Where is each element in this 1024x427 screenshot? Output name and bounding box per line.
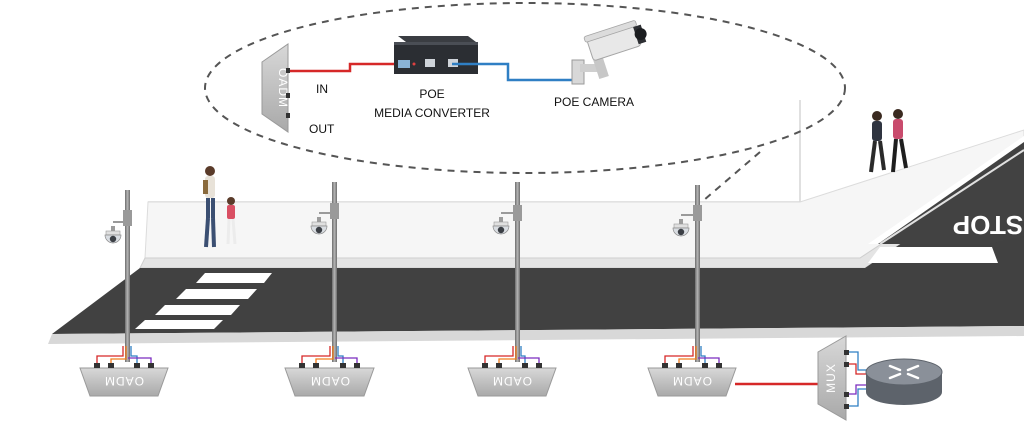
camera-label: POE CAMERA <box>554 95 634 109</box>
mux-device: MUX <box>817 335 868 421</box>
pedestrian-runners <box>869 109 908 173</box>
media-converter-icon <box>394 36 478 74</box>
camera-pole-4 <box>672 185 702 362</box>
in-label: IN <box>316 82 328 96</box>
out-label: OUT <box>309 122 335 136</box>
callout-detail: OADM IN OUT POE MEDIA CONVERTER <box>204 2 846 201</box>
poe-camera-icon <box>571 20 647 85</box>
oadm-node-4: OADM <box>647 346 737 397</box>
pedestrian-mother-child <box>203 166 237 248</box>
road <box>52 160 1024 334</box>
callout-blue-cable <box>452 62 580 82</box>
road-edge <box>48 326 1024 344</box>
back-wall <box>148 182 800 202</box>
callout-red-cable <box>290 62 398 73</box>
oadm-label: OADM <box>492 374 532 388</box>
router-icon <box>865 358 943 405</box>
camera-pole-3 <box>492 182 522 362</box>
side-street <box>878 142 1024 244</box>
mux-label: MUX <box>824 363 838 393</box>
oadm-node-3: OADM <box>467 346 557 397</box>
oadm-label: OADM <box>672 374 712 388</box>
oadm-node-2: OADM <box>284 346 375 397</box>
stop-line <box>868 247 998 263</box>
callout-ellipse <box>204 2 846 174</box>
callout-oadm-label: OADM <box>276 68 290 108</box>
converter-label-line2: MEDIA CONVERTER <box>374 106 490 120</box>
oadm-label: OADM <box>104 374 144 388</box>
camera-pole-2 <box>310 182 339 362</box>
callout-oadm-device: OADM <box>261 43 290 133</box>
oadm-node-1: OADM <box>79 346 169 397</box>
oadm-label: OADM <box>310 374 350 388</box>
camera-pole-1 <box>104 190 132 362</box>
dome-camera-icon <box>104 225 122 244</box>
street-scene: STOP <box>48 100 1024 344</box>
crosswalk <box>135 273 272 329</box>
stop-road-marking: STOP <box>953 210 1023 240</box>
side-street-edge <box>868 136 1024 244</box>
converter-label-line1: POE <box>419 87 444 101</box>
